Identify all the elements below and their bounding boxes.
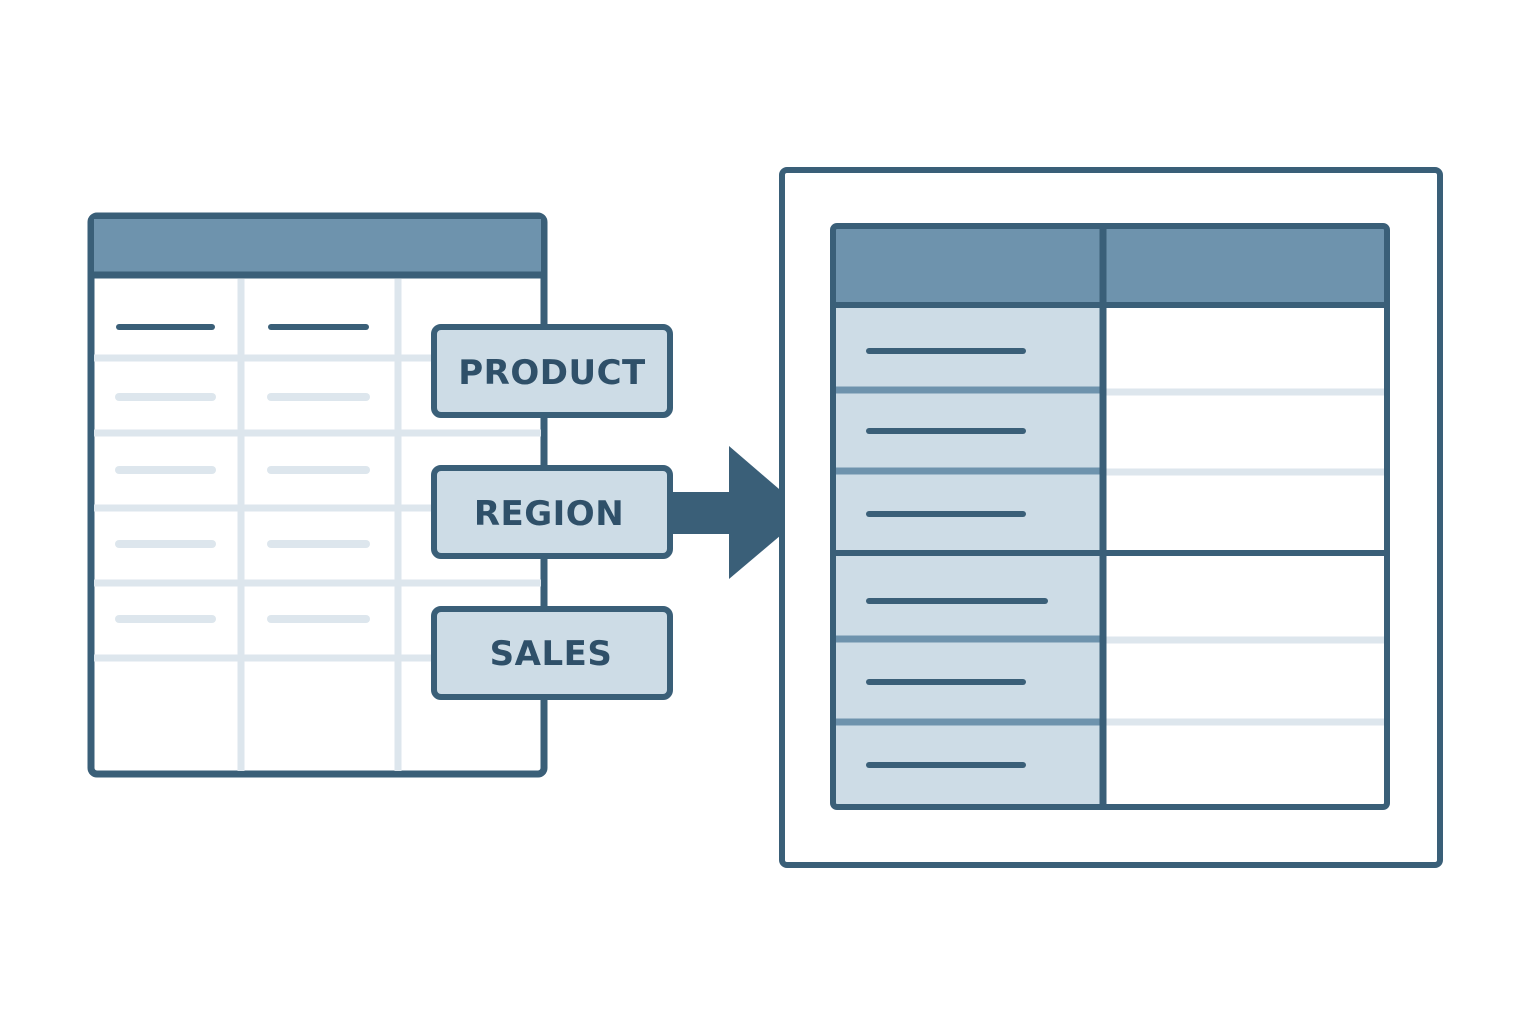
source-table-cell-placeholders <box>115 324 370 623</box>
field-chip-label: SALES <box>490 634 613 674</box>
result-pivot-panel <box>779 167 1443 868</box>
arrow-right-icon <box>662 446 807 579</box>
field-chip-region[interactable]: REGION <box>431 465 673 559</box>
pivot-row-label-separators <box>836 386 1100 726</box>
source-table-header <box>94 219 541 273</box>
pivot-header <box>836 229 1386 304</box>
pivot-table-border <box>830 223 1390 810</box>
pivot-value-separators <box>1106 388 1384 726</box>
field-chip-label: PRODUCT <box>458 353 646 393</box>
field-chip-product[interactable]: PRODUCT <box>431 324 673 418</box>
pivot-row-label-placeholders <box>866 348 1048 768</box>
field-chip-sales[interactable]: SALES <box>431 606 673 700</box>
field-chip-label: REGION <box>474 494 624 534</box>
